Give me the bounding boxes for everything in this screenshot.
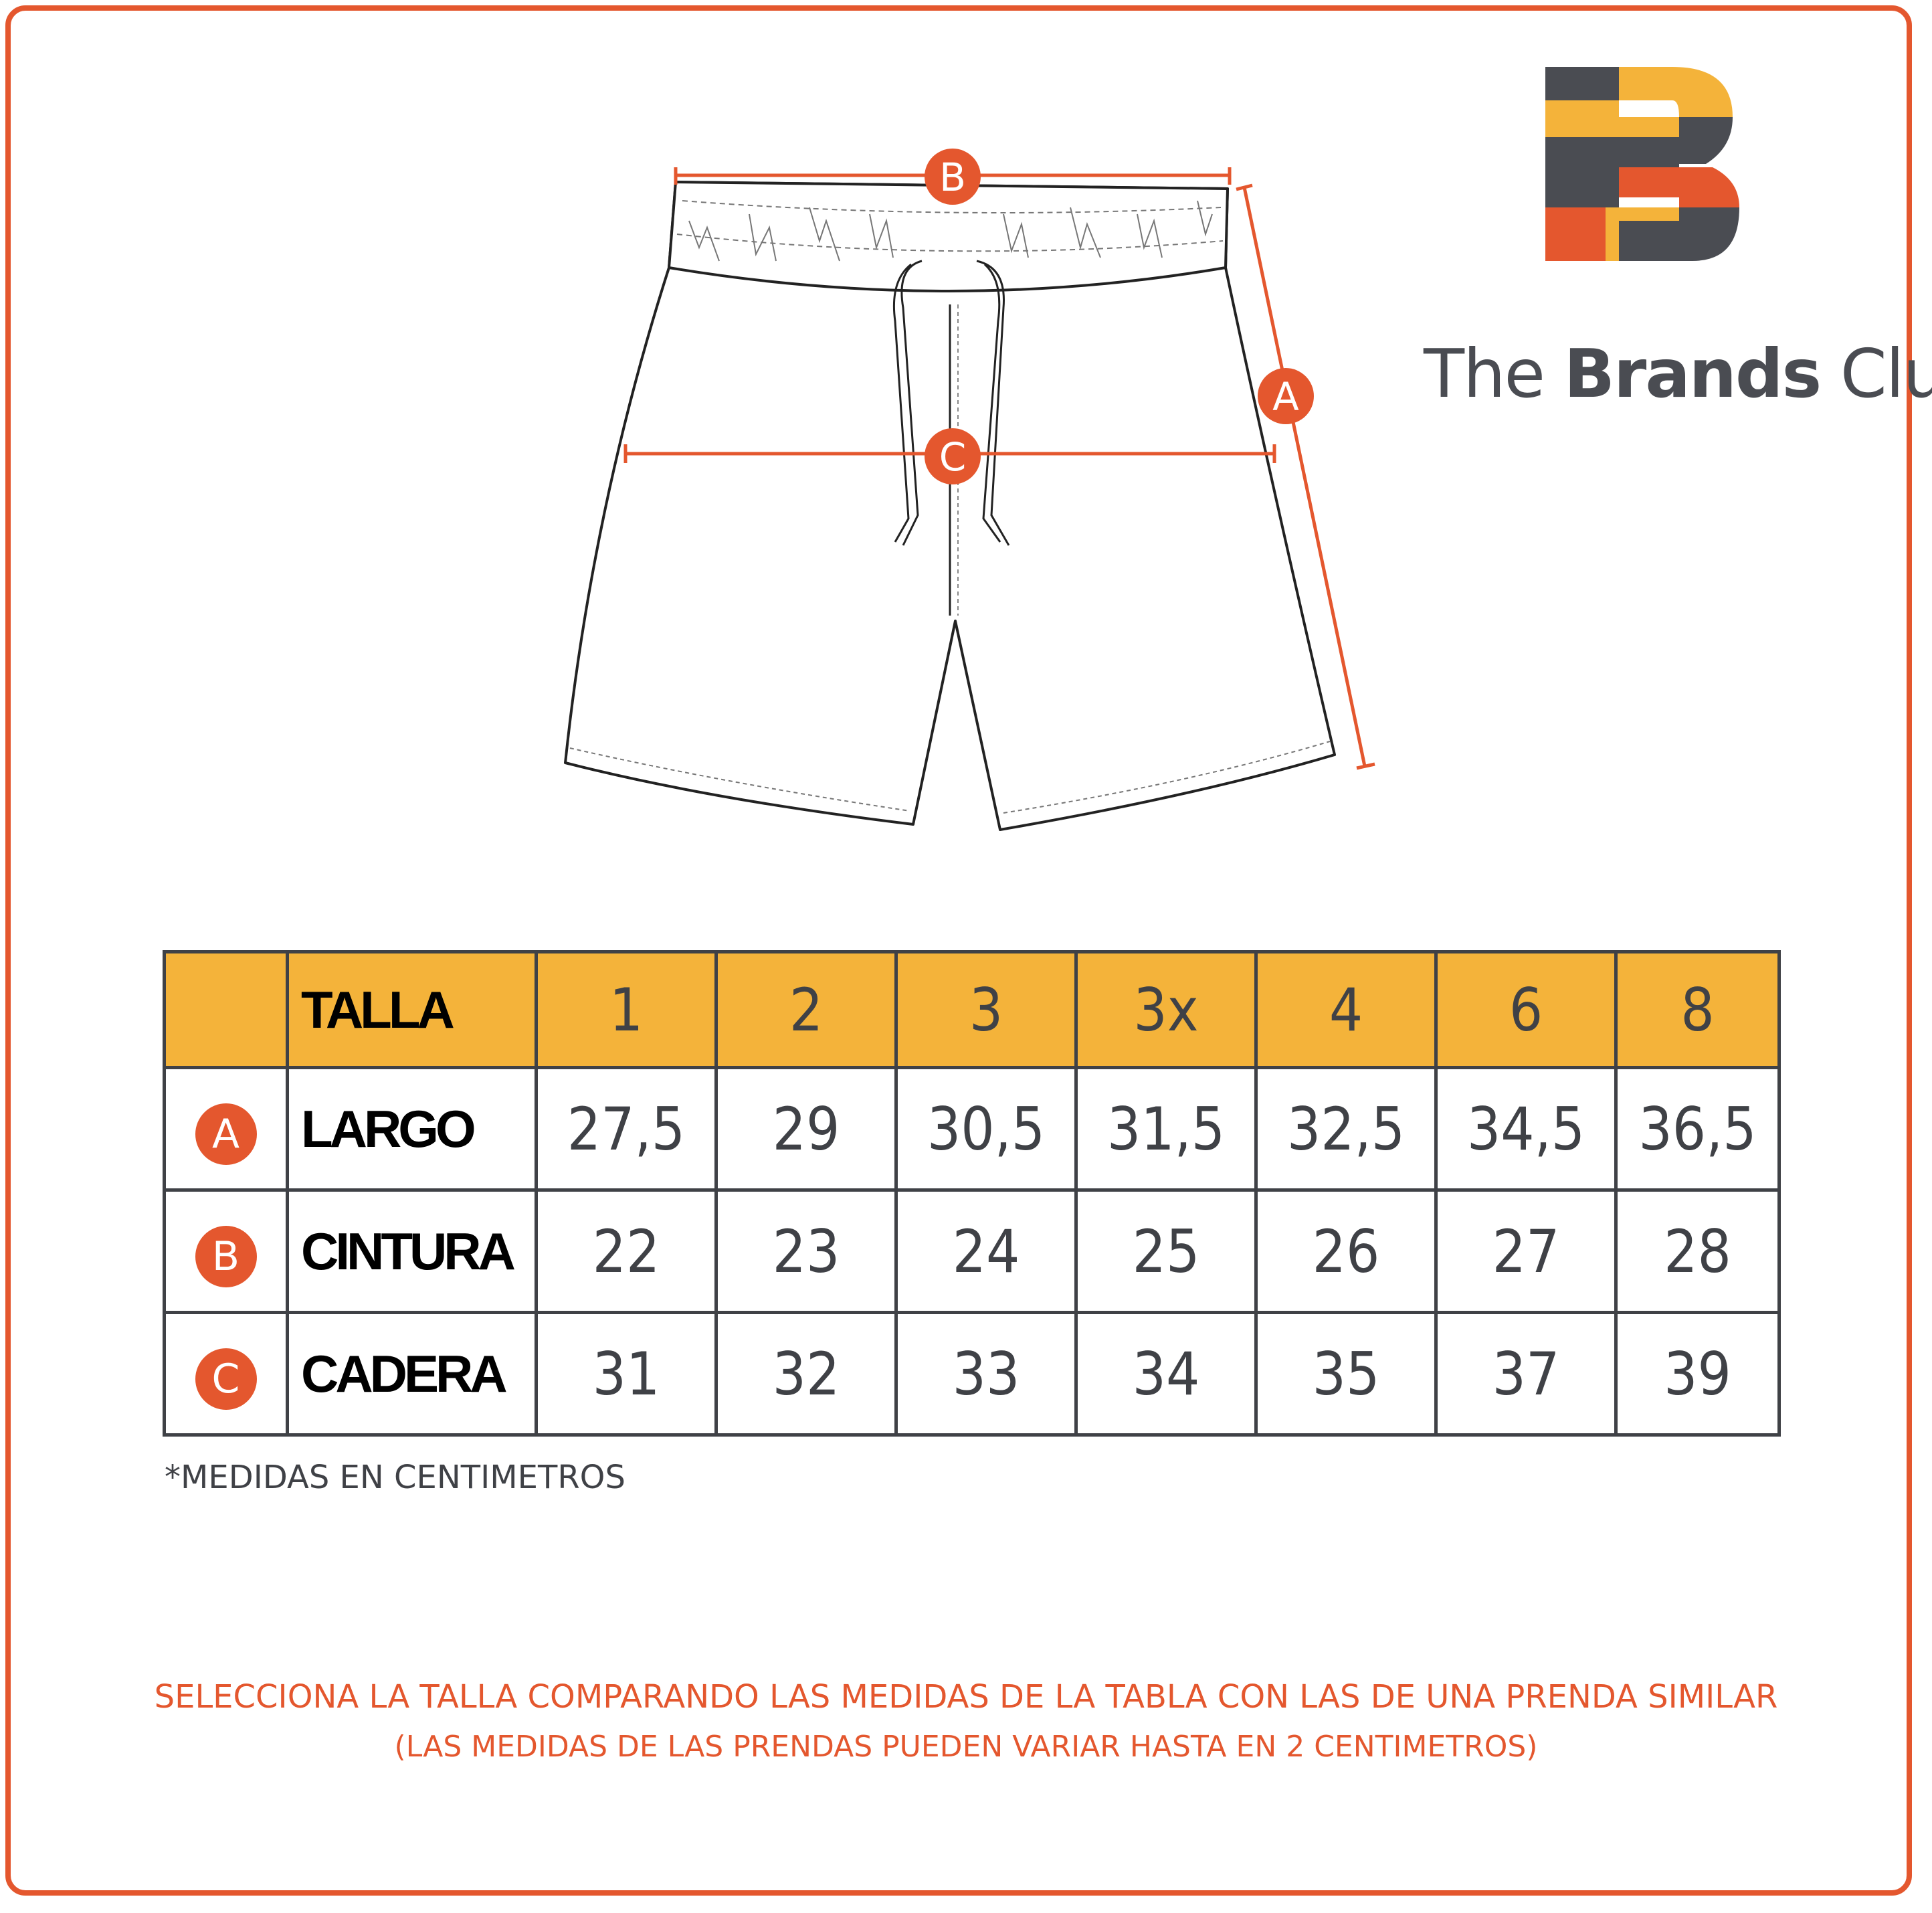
table-cell: 27 — [1434, 1188, 1618, 1314]
table-cell: 30,5 — [894, 1066, 1078, 1192]
table-cell: 39 — [1614, 1311, 1781, 1437]
table-cell: 22 — [535, 1188, 718, 1314]
row-label: CINTURA — [286, 1188, 538, 1314]
table-row: B CINTURA 22 23 24 25 26 27 28 — [163, 1188, 1781, 1314]
header-label: TALLA — [286, 950, 538, 1069]
brand-logo-icon — [1545, 67, 1739, 261]
table-cell: 37 — [1434, 1311, 1618, 1437]
svg-text:C: C — [939, 434, 967, 480]
size-header: 2 — [714, 950, 898, 1069]
table-cell: 34 — [1074, 1311, 1258, 1437]
size-header: 6 — [1434, 950, 1618, 1069]
shorts-measurement-diagram: B C A — [564, 149, 1375, 831]
advice-line-2: (LAS MEDIDAS DE LAS PRENDAS PUEDEN VARIA… — [394, 1730, 1538, 1764]
table-cell: 23 — [714, 1188, 898, 1314]
svg-text:B: B — [939, 155, 966, 200]
header-empty-cell — [163, 950, 289, 1069]
page-border — [5, 5, 1912, 1896]
advice-line-1: SELECCIONA LA TALLA COMPARANDO LAS MEDID… — [154, 1678, 1778, 1716]
size-header: 1 — [535, 950, 718, 1069]
waistband — [668, 181, 1229, 292]
table-cell: 31,5 — [1074, 1066, 1258, 1192]
row-marker: A — [195, 1103, 257, 1165]
table-cell: 29 — [714, 1066, 898, 1192]
row-marker: B — [195, 1226, 257, 1287]
table-header-row: TALLA 1 2 3 3x 4 6 8 — [163, 950, 1781, 1069]
marker-a: A — [1258, 368, 1314, 424]
row-marker-cell: C — [163, 1311, 289, 1437]
units-note: *MEDIDAS EN CENTIMETROS — [165, 1459, 625, 1496]
row-marker-cell: B — [163, 1188, 289, 1314]
row-marker-cell: A — [163, 1066, 289, 1192]
table-row: C CADERA 31 32 33 34 35 37 39 — [163, 1311, 1781, 1437]
svg-text:A: A — [1272, 374, 1299, 420]
table-cell: 32 — [714, 1311, 898, 1437]
row-marker: C — [195, 1348, 257, 1410]
size-header: 4 — [1254, 950, 1438, 1069]
row-label: CADERA — [286, 1311, 538, 1437]
table-row: A LARGO 27,5 29 30,5 31,5 32,5 34,5 36,5 — [163, 1066, 1781, 1192]
row-label: LARGO — [286, 1066, 538, 1192]
marker-c: C — [925, 428, 981, 484]
table-cell: 31 — [535, 1311, 718, 1437]
size-header: 3x — [1074, 950, 1258, 1069]
table-cell: 24 — [894, 1188, 1078, 1314]
table-cell: 28 — [1614, 1188, 1781, 1314]
table-cell: 33 — [894, 1311, 1078, 1437]
size-chart-table: TALLA 1 2 3 3x 4 6 8 A LARGO 27,5 29 30,… — [163, 950, 1781, 1437]
brand-name: The Brands Club — [1424, 335, 1932, 413]
size-header: 3 — [894, 950, 1078, 1069]
table-cell: 34,5 — [1434, 1066, 1618, 1192]
size-header: 8 — [1614, 950, 1781, 1069]
table-cell: 35 — [1254, 1311, 1438, 1437]
marker-b: B — [925, 149, 981, 205]
table-cell: 26 — [1254, 1188, 1438, 1314]
table-cell: 25 — [1074, 1188, 1258, 1314]
table-cell: 36,5 — [1614, 1066, 1781, 1192]
table-cell: 32,5 — [1254, 1066, 1438, 1192]
table-cell: 27,5 — [535, 1066, 718, 1192]
